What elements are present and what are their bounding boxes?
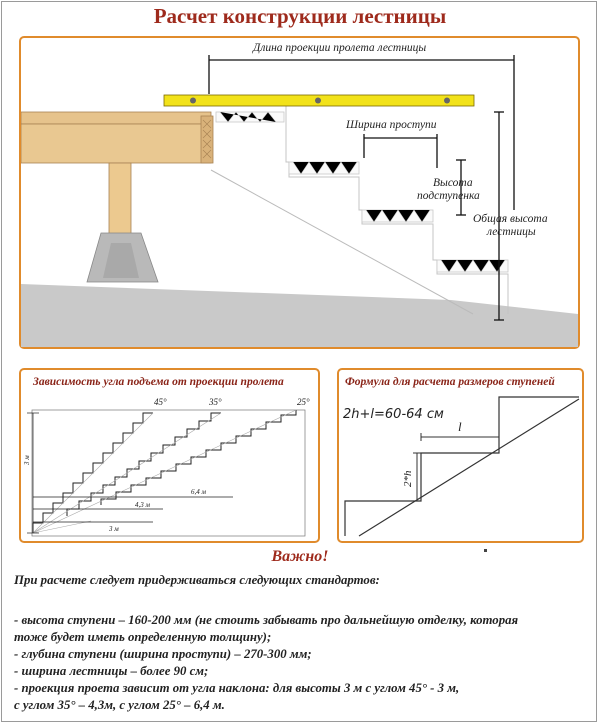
riser-label-2: подступенка [417,190,480,202]
important-heading: Важно! [271,548,329,565]
text-line-7: с углом 35° – 4,3м, с углом 25° – 6,4 м. [14,698,225,712]
span-64-label: 6,4 м [191,488,207,496]
tread-label: Ширина проступи [345,119,437,131]
formula-panel-title: Формула для расчета размеров ступеней [345,376,555,388]
text-line-3: тоже будет иметь определенную толщину); [14,630,272,644]
formula-l-label: l [458,419,462,434]
text-line-6: - проекция проета зависит от угла наклон… [14,681,460,695]
floor-slab [21,284,578,347]
wood-beam [20,123,212,164]
step-outline [216,103,509,314]
main-diagram-panel: Длина проекции пролета лестницы Ширина п… [19,36,580,349]
formula-text: 2h+l=60-64 см [343,407,444,422]
span-label: Длина проекции пролета лестницы [252,42,426,54]
formula-2h-label: 2*h [402,470,414,487]
text-line-1: При расчете следует придерживаться следу… [14,573,380,587]
angle-25-label: 25° [297,397,310,407]
total-height-label-1: Общая высота [473,213,548,225]
angle-35-label: 35° [208,397,222,407]
total-height-label-2: лестницы [486,226,536,238]
riser-label-1: Высота [433,177,473,189]
wood-beam-end [200,115,214,164]
span-3-label: 3 м [108,525,119,533]
angle-panel-title: Зависимость угла подъема от проекции про… [33,376,284,388]
text-line-2: - высота ступени – 160-200 мм (не стоить… [14,613,519,627]
span-43-label: 4,3 м [135,501,151,509]
stray-dot [484,549,487,552]
text-line-4: - глубина ступени (ширина проступи) – 27… [14,647,312,661]
formula-panel: Формула для расчета размеров ступеней 2h… [337,368,584,543]
stair-diagram: Длина проекции пролета лестницы Ширина п… [20,42,578,347]
text-line-5: - ширина лестницы – более 90 см; [14,664,209,678]
formula-diagram: 2h+l=60-64 см l 2*h [343,396,580,537]
angle-45-label: 45° [154,397,167,407]
stringer-line [210,169,474,315]
height-3m-label: 3 м [23,455,31,466]
angle-diagram: 45° 35° 25° 3 м 6,4 м 4,3 м 3 м [23,397,310,537]
wood-beam-top [20,111,212,125]
angle-panel: Зависимость угла подъема от проекции про… [19,368,320,543]
page-title: Расчет конструкции лестницы [153,4,447,28]
